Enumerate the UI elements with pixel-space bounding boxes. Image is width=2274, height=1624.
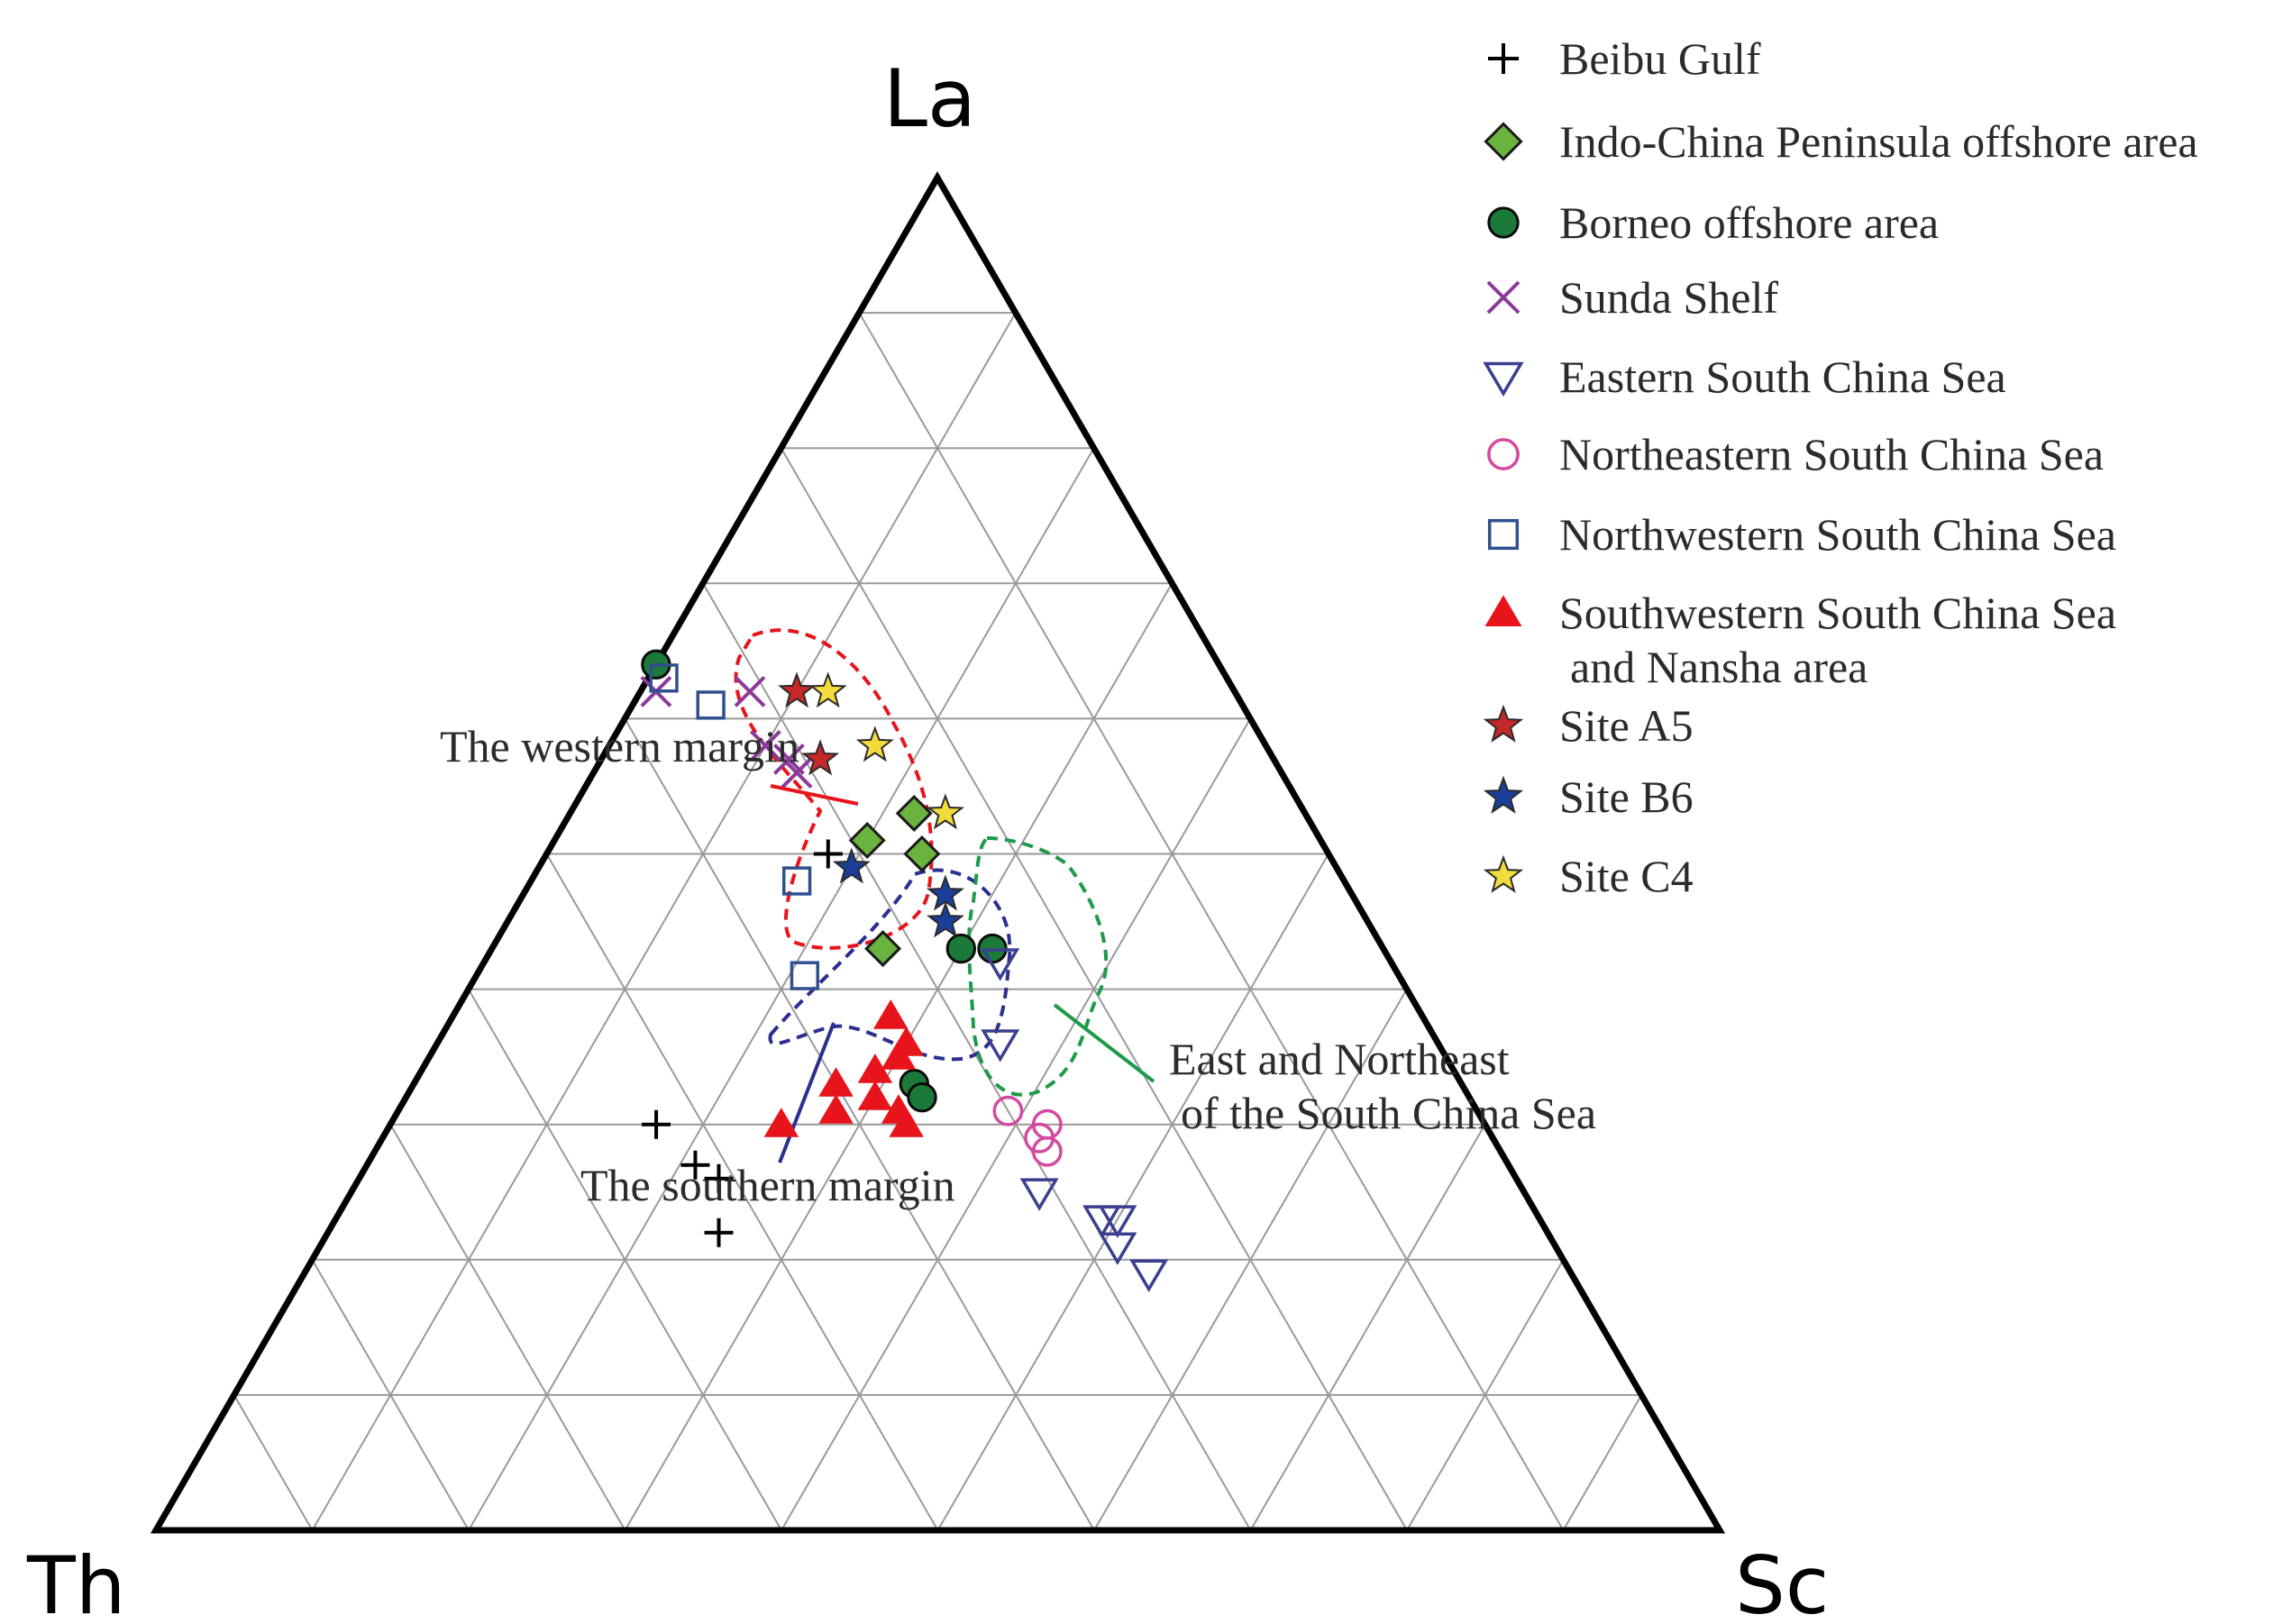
legend-marker-8: [1483, 704, 1524, 743]
point-site-a5-0: [778, 671, 817, 708]
point-northwestern-south-china-sea-0: [649, 663, 679, 693]
point-site-b6-2: [926, 901, 964, 938]
grid-line-th: [545, 853, 939, 1531]
point-southwestern-south-china-sea-and-nansha-area-4: [818, 1094, 854, 1124]
legend-marker-10: [1483, 854, 1524, 893]
vertex-label-th: Th: [26, 1539, 126, 1624]
legend-marker-2: [1487, 206, 1520, 239]
point-southwestern-south-china-sea-and-nansha-area-9: [763, 1108, 799, 1137]
grid-line-th: [233, 1394, 314, 1531]
east-northeast-label-line2: of the South China Sea: [1181, 1088, 1596, 1138]
point-sunda-shelf-2: [749, 730, 781, 762]
western-margin-label: The western margin: [440, 721, 799, 771]
point-site-b6-1: [926, 874, 964, 911]
legend-marker-4: [1483, 361, 1524, 397]
vertex-label-sc: Sc: [1735, 1539, 1829, 1624]
point-northeastern-south-china-sea-0: [992, 1095, 1024, 1127]
east-northeast-region: [967, 835, 1109, 1097]
grid-line-th: [858, 312, 1565, 1531]
point-eastern-south-china-sea-6: [981, 948, 1020, 981]
legend-label-9: Site B6: [1559, 771, 1694, 822]
legend-marker-0: [1488, 43, 1519, 74]
grid-line-th: [702, 582, 1252, 1531]
legend-label-2: Borneo offshore area: [1559, 197, 1939, 248]
legend-label-4: Eastern South China Sea: [1559, 351, 2006, 402]
point-southwestern-south-china-sea-and-nansha-area-2: [818, 1067, 854, 1097]
legend-label-8: Site A5: [1559, 700, 1694, 751]
point-beibu-gulf-0: [642, 1109, 671, 1139]
vertex-label-la: La: [883, 52, 976, 145]
grid-line-sc: [1406, 1259, 1565, 1531]
legend-label-6: Northwestern South China Sea: [1559, 509, 2116, 560]
ternary-frame: [150, 171, 1726, 1534]
southern-margin-region: [768, 868, 1012, 1062]
point-borneo-offshore-area-1: [945, 933, 977, 964]
point-site-c4-1: [855, 725, 894, 762]
point-southwestern-south-china-sea-and-nansha-area-8: [889, 1026, 924, 1056]
point-eastern-south-china-sea-0: [1019, 1178, 1059, 1211]
southern-margin-leader: [778, 1022, 836, 1163]
legend-label-7: Southwestern South China Sea: [1559, 588, 2116, 638]
legend-label-0: Beibu Gulf: [1559, 33, 1761, 84]
data-points: [640, 649, 1169, 1292]
point-indo-china-peninsula-offshore-area-0: [848, 821, 886, 860]
legend-marker-1: [1484, 122, 1523, 161]
legend-label-10: Site C4: [1559, 851, 1694, 901]
point-eastern-south-china-sea-5: [981, 1029, 1020, 1063]
grid-line-sc: [1249, 1124, 1486, 1531]
point-southwestern-south-china-sea-and-nansha-area-5: [857, 1081, 893, 1110]
point-beibu-gulf-3: [704, 1218, 734, 1247]
point-beibu-gulf-1: [680, 1150, 710, 1180]
point-borneo-offshore-area-4: [907, 1081, 937, 1113]
grid-line-th: [467, 989, 782, 1531]
legend-marker-3: [1486, 280, 1521, 315]
point-northwestern-south-china-sea-3: [790, 961, 819, 990]
grid-line-sc: [311, 312, 1017, 1531]
point-site-b6-0: [832, 847, 871, 884]
point-beibu-gulf-4: [813, 839, 843, 869]
point-indo-china-peninsula-offshore-area-3: [864, 930, 902, 968]
point-southwestern-south-china-sea-and-nansha-area-0: [872, 999, 909, 1029]
southern-margin-label: The southern margin: [580, 1160, 955, 1210]
point-indo-china-peninsula-offshore-area-1: [895, 794, 933, 832]
point-site-c4-2: [926, 793, 964, 830]
east-northeast-leader: [1053, 1003, 1155, 1083]
point-eastern-south-china-sea-4: [1129, 1259, 1169, 1292]
point-northwestern-south-china-sea-1: [696, 690, 726, 720]
point-northwestern-south-china-sea-2: [781, 866, 812, 896]
point-southwestern-south-china-sea-and-nansha-area-7: [889, 1108, 924, 1137]
legend-marker-9: [1483, 775, 1524, 814]
point-eastern-south-china-sea-3: [1098, 1205, 1137, 1238]
western-margin-region: [734, 628, 934, 950]
point-sunda-shelf-4: [781, 757, 813, 789]
point-sunda-shelf-1: [734, 675, 766, 707]
grid-line-sc: [1093, 989, 1408, 1531]
grid-line-sc: [1562, 1394, 1643, 1531]
point-northeastern-south-china-sea-3: [1031, 1136, 1063, 1167]
legend-marker-7: [1484, 595, 1522, 626]
legend-label-3: Sunda Shelf: [1559, 272, 1778, 323]
point-site-a5-1: [801, 739, 840, 776]
grid-line-sc: [936, 853, 1329, 1531]
western-margin-leader: [770, 784, 859, 806]
point-beibu-gulf-2: [704, 1163, 734, 1193]
legend-marker-6: [1487, 518, 1520, 551]
point-site-c4-0: [808, 671, 847, 708]
legend-label-1: Indo-China Peninsula offshore area: [1559, 116, 2198, 167]
legend-marker-5: [1487, 438, 1520, 470]
grid-line-th: [389, 1124, 626, 1531]
grid-line-th: [311, 1259, 470, 1531]
point-indo-china-peninsula-offshore-area-2: [903, 835, 941, 873]
legend-label-5: Northeastern South China Sea: [1559, 429, 2104, 479]
east-northeast-label-line1: East and Northeast: [1169, 1034, 1510, 1084]
legend-label-7-line2: and Nansha area: [1570, 642, 1868, 692]
